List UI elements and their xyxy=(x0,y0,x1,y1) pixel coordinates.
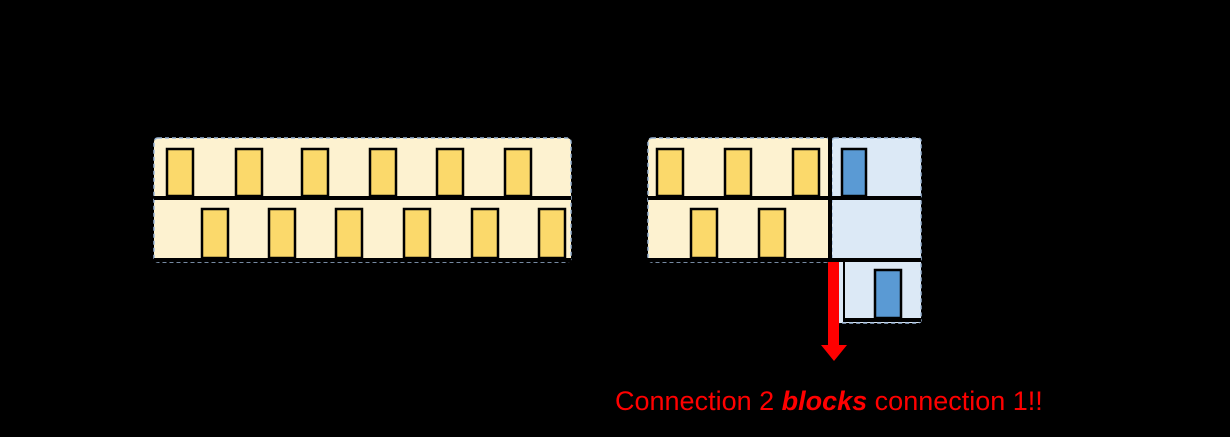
blocking-arrow xyxy=(821,262,847,361)
packet-connection1 xyxy=(757,207,787,260)
caption-prefix: Connection 2 xyxy=(615,386,782,416)
packet-connection1 xyxy=(723,147,753,198)
packet-connection1 xyxy=(165,147,195,198)
caption-emphasis: blocks xyxy=(781,386,868,416)
blocking-caption: Connection 2 blocks connection 1!! xyxy=(615,386,1043,417)
packet-connection1 xyxy=(267,207,297,260)
caption-suffix: connection 1!! xyxy=(867,386,1043,416)
packet-connection1 xyxy=(689,207,719,260)
packet-connection1 xyxy=(300,147,330,198)
packet-connection1 xyxy=(791,147,821,198)
packet-connection1 xyxy=(200,207,230,260)
right-buffer-panel xyxy=(647,136,922,324)
packet-connection1 xyxy=(402,207,432,260)
packet-connection2 xyxy=(873,268,903,320)
packet-connection1 xyxy=(470,207,500,260)
blocking-arrow-head xyxy=(821,345,847,361)
packet-connection1 xyxy=(503,147,533,198)
packet-connection1 xyxy=(234,147,264,198)
packet-connection1 xyxy=(435,147,465,198)
left-buffer-panel xyxy=(153,137,572,263)
packet-connection1 xyxy=(655,147,685,198)
packet-connection2 xyxy=(840,147,868,198)
packet-connection1 xyxy=(368,147,398,198)
blocking-arrow-shaft xyxy=(828,262,839,346)
packet-connection1 xyxy=(334,207,364,260)
packet-connection1 xyxy=(537,207,567,260)
